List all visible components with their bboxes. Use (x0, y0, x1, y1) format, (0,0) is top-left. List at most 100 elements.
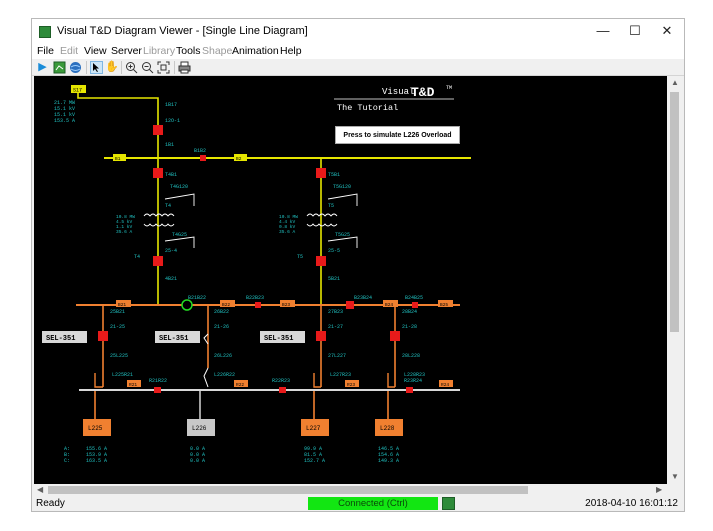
scroll-up-icon[interactable]: ▲ (671, 78, 679, 87)
source-reading: 21.7 MW (54, 100, 75, 106)
diagram-canvas[interactable]: Visual T&D TM The Tutorial S17 21.7 MW 1… (34, 76, 667, 484)
load-tie-breaker[interactable] (279, 387, 286, 393)
menu-help[interactable]: Help (280, 45, 302, 57)
relay-box[interactable] (260, 331, 305, 343)
load-tie-breaker[interactable] (154, 387, 161, 393)
diagram-label: B22 (222, 302, 230, 308)
source-line (77, 93, 159, 158)
app-icon (39, 26, 51, 38)
bus-tie-breaker[interactable] (255, 302, 261, 308)
load-l225[interactable] (83, 419, 111, 436)
hand-icon[interactable]: ✋ (105, 61, 119, 73)
bus1-left-tag[interactable] (113, 154, 126, 161)
horizontal-scrollbar[interactable]: ◀ ▶ (34, 484, 667, 496)
diagram-label: 28L228 (402, 353, 420, 359)
minimize-button[interactable]: — (596, 23, 610, 38)
t4-lv-breaker[interactable] (153, 256, 163, 266)
load-bus-tag[interactable] (345, 380, 359, 387)
bus-tie-breaker[interactable] (412, 302, 418, 308)
load-l228[interactable] (375, 419, 403, 436)
diagram-label: 81.5 A (304, 452, 322, 458)
load-bus-tag[interactable] (127, 380, 141, 387)
menu-server[interactable]: Server (111, 45, 142, 57)
print-icon[interactable] (178, 61, 191, 74)
window-title: Visual T&D Diagram Viewer - [Single Line… (57, 25, 308, 37)
bus2-tag[interactable] (438, 300, 453, 307)
diagram-label: 4.4 kV (279, 219, 296, 225)
scroll-left-icon[interactable]: ◀ (37, 485, 44, 494)
diagram-label: T5B1 (328, 172, 340, 178)
diagram-label: L227 (306, 425, 321, 432)
load-l227[interactable] (301, 419, 329, 436)
maximize-button[interactable]: ☐ (629, 23, 641, 38)
menu-file[interactable]: File (37, 45, 54, 57)
bus2-tag[interactable] (383, 300, 398, 307)
menu-view[interactable]: View (84, 45, 107, 57)
status-bar: Ready Connected (Ctrl) 2018-04-10 16:01:… (32, 496, 684, 511)
fit-icon[interactable] (157, 61, 170, 74)
menu-bar: File Edit View Server Library Tools Shap… (32, 45, 684, 59)
bus-tie-open-breaker[interactable] (181, 299, 193, 311)
scroll-down-icon[interactable]: ▼ (671, 472, 679, 481)
bus1-tie-breaker[interactable] (200, 155, 206, 161)
load-bus-tag[interactable] (234, 380, 248, 387)
globe-icon[interactable] (69, 61, 82, 74)
bus2-tag[interactable] (116, 300, 131, 307)
app-window: Visual T&D Diagram Viewer - [Single Line… (31, 18, 685, 512)
pointer-icon[interactable] (90, 61, 103, 74)
feeder-breaker[interactable] (316, 331, 326, 341)
horizontal-scroll-thumb[interactable] (48, 486, 528, 494)
diagram-label: 0.0 A (190, 452, 205, 458)
relay-box[interactable] (155, 331, 200, 343)
green-map-icon[interactable] (53, 61, 66, 74)
source-tag[interactable] (71, 85, 86, 93)
bus1-right-tag[interactable] (234, 154, 247, 161)
t4-breaker[interactable] (153, 168, 163, 178)
diagram-label: 0.0 A (190, 446, 205, 452)
bus-tie-breaker[interactable] (346, 301, 354, 309)
t5-breaker[interactable] (316, 168, 326, 178)
bus2-tag[interactable] (220, 300, 235, 307)
source-tag-label: S17 (73, 88, 82, 94)
feeder-breaker[interactable] (98, 331, 108, 341)
load-l226[interactable] (187, 419, 215, 436)
source-breaker[interactable] (153, 125, 163, 135)
vertical-scroll-thumb[interactable] (670, 92, 679, 332)
toolbar-separator (121, 61, 122, 74)
diagram-label: 149.3 A (378, 458, 399, 464)
vertical-scrollbar[interactable]: ▲ ▼ (667, 76, 682, 484)
load-bus-tag[interactable] (439, 380, 453, 387)
diagram-label: B23B24 (354, 295, 372, 301)
feeder-l227: 27B23 21-27 27L227 L227R23 R23 (313, 305, 359, 419)
scroll-right-icon[interactable]: ▶ (656, 485, 663, 494)
zoom-out-icon[interactable] (141, 61, 154, 74)
menu-tools[interactable]: Tools (176, 45, 201, 57)
diagram-label: T4 (165, 203, 171, 209)
diagram-label: SEL-351 (264, 335, 293, 343)
feeder-breaker[interactable] (390, 331, 400, 341)
diagram-label: L225R21 (112, 372, 133, 378)
brand-visual: Visual (382, 87, 414, 97)
feeder-l226: 26B22 21-26 26L226 L226R22 (199, 305, 235, 419)
simulate-overload-button[interactable]: Press to simulate L226 Overload (335, 126, 460, 144)
bus2-tag[interactable] (280, 300, 295, 307)
menu-shape[interactable]: Shape (202, 45, 233, 57)
zoom-in-icon[interactable] (125, 61, 138, 74)
menu-edit[interactable]: Edit (60, 45, 79, 57)
diagram-label: L225 (88, 425, 103, 432)
source-reading: 15.1 kV (54, 106, 75, 112)
load-tie-breaker[interactable] (406, 387, 413, 393)
relay-box[interactable] (42, 331, 87, 343)
diagram-label: T5 (297, 254, 303, 260)
source-reading: 153.5 A (54, 118, 75, 124)
play-icon[interactable]: ▶ (38, 61, 47, 73)
menu-animation[interactable]: Animation (232, 45, 279, 57)
diagram-label: 1B17 (165, 102, 177, 108)
menu-library[interactable]: Library (143, 45, 176, 57)
close-button[interactable]: ✕ (661, 23, 673, 38)
diagram-label: R22 (236, 382, 244, 388)
single-line-diagram: Visual T&D TM The Tutorial S17 21.7 MW 1… (42, 85, 471, 464)
t5-lv-breaker[interactable] (316, 256, 326, 266)
diagram-label: R22R23 (272, 378, 290, 384)
diagram-label: 21-28 (402, 324, 417, 330)
